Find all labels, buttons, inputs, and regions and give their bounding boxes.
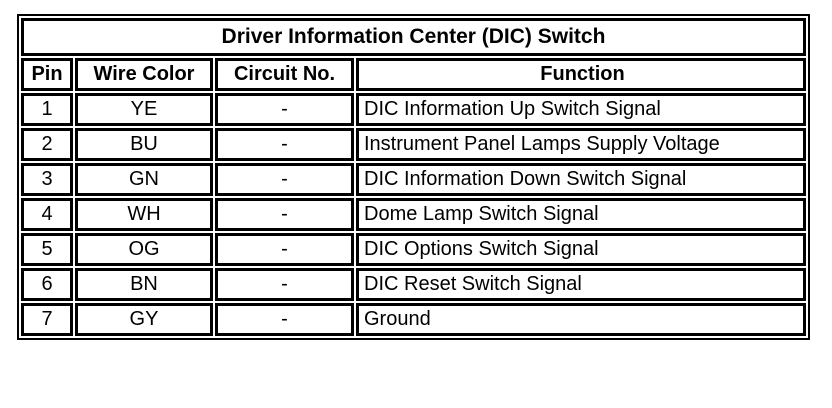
wire-color-cell: WH [75,198,213,231]
table-row: 3 GN - DIC Information Down Switch Signa… [21,163,806,196]
function-cell: DIC Information Up Switch Signal [356,93,806,126]
dic-switch-pinout-table: Driver Information Center (DIC) Switch P… [17,14,810,340]
col-header-pin: Pin [21,58,73,91]
function-cell: DIC Options Switch Signal [356,233,806,266]
circuit-no-cell: - [215,233,354,266]
table-row: 1 YE - DIC Information Up Switch Signal [21,93,806,126]
pin-cell: 5 [21,233,73,266]
col-header-wire-color: Wire Color [75,58,213,91]
circuit-no-cell: - [215,303,354,336]
wire-color-cell: YE [75,93,213,126]
col-header-circuit-no: Circuit No. [215,58,354,91]
pin-cell: 2 [21,128,73,161]
pin-cell: 1 [21,93,73,126]
wire-color-cell: OG [75,233,213,266]
pin-cell: 3 [21,163,73,196]
pin-cell: 7 [21,303,73,336]
function-cell: Ground [356,303,806,336]
table-row: 6 BN - DIC Reset Switch Signal [21,268,806,301]
circuit-no-cell: - [215,163,354,196]
function-cell: Dome Lamp Switch Signal [356,198,806,231]
wire-color-cell: BU [75,128,213,161]
function-cell: DIC Reset Switch Signal [356,268,806,301]
table-row: 5 OG - DIC Options Switch Signal [21,233,806,266]
circuit-no-cell: - [215,198,354,231]
table-row: 2 BU - Instrument Panel Lamps Supply Vol… [21,128,806,161]
col-header-function: Function [356,58,806,91]
circuit-no-cell: - [215,93,354,126]
function-cell: Instrument Panel Lamps Supply Voltage [356,128,806,161]
table-row: 4 WH - Dome Lamp Switch Signal [21,198,806,231]
wire-color-cell: GY [75,303,213,336]
wire-color-cell: BN [75,268,213,301]
wire-color-cell: GN [75,163,213,196]
circuit-no-cell: - [215,268,354,301]
table-title-row: Driver Information Center (DIC) Switch [21,18,806,56]
table-header-row: Pin Wire Color Circuit No. Function [21,58,806,91]
function-cell: DIC Information Down Switch Signal [356,163,806,196]
table-title: Driver Information Center (DIC) Switch [21,18,806,56]
pin-cell: 4 [21,198,73,231]
pin-cell: 6 [21,268,73,301]
circuit-no-cell: - [215,128,354,161]
table-row: 7 GY - Ground [21,303,806,336]
